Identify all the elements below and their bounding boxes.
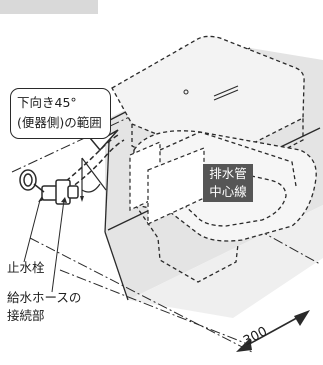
dimension-line [241,313,305,349]
control-panel [183,85,239,101]
header-tab [0,0,98,14]
floor-plane [128,205,323,318]
drain-label-line-2: 中心線 [209,184,247,199]
stop-valve-label: 止水栓 [7,260,45,275]
valve-leader-arrow [38,196,44,202]
hose-label-line-1: 給水ホースの [7,290,82,305]
leader-lines [23,199,65,293]
hose-leader-arrow [61,197,67,203]
rear-panel-outline [129,141,205,225]
range-arrow-head [80,196,84,202]
callout-line-1: 下向き45° [17,95,77,110]
drain-label-line-1: 排水管 [209,166,247,181]
range-indicator [81,157,107,198]
dimension-arrow-right [294,310,310,326]
range-callout: 下向き45° (便器側)の範囲 [10,88,111,139]
water-supply-hose-inner [61,139,125,195]
water-supply-hose [59,133,121,187]
stop-valve-icon [19,169,79,205]
callout-line-2: (便器側)の範囲 [17,115,102,130]
drain-centerline-badge: 排水管 中心線 [203,164,253,202]
dimension-arrow-left [236,338,252,352]
hose-label-line-2: 接続部 [7,308,45,323]
hose-connection-label: 給水ホースの 接続部 [7,289,81,325]
